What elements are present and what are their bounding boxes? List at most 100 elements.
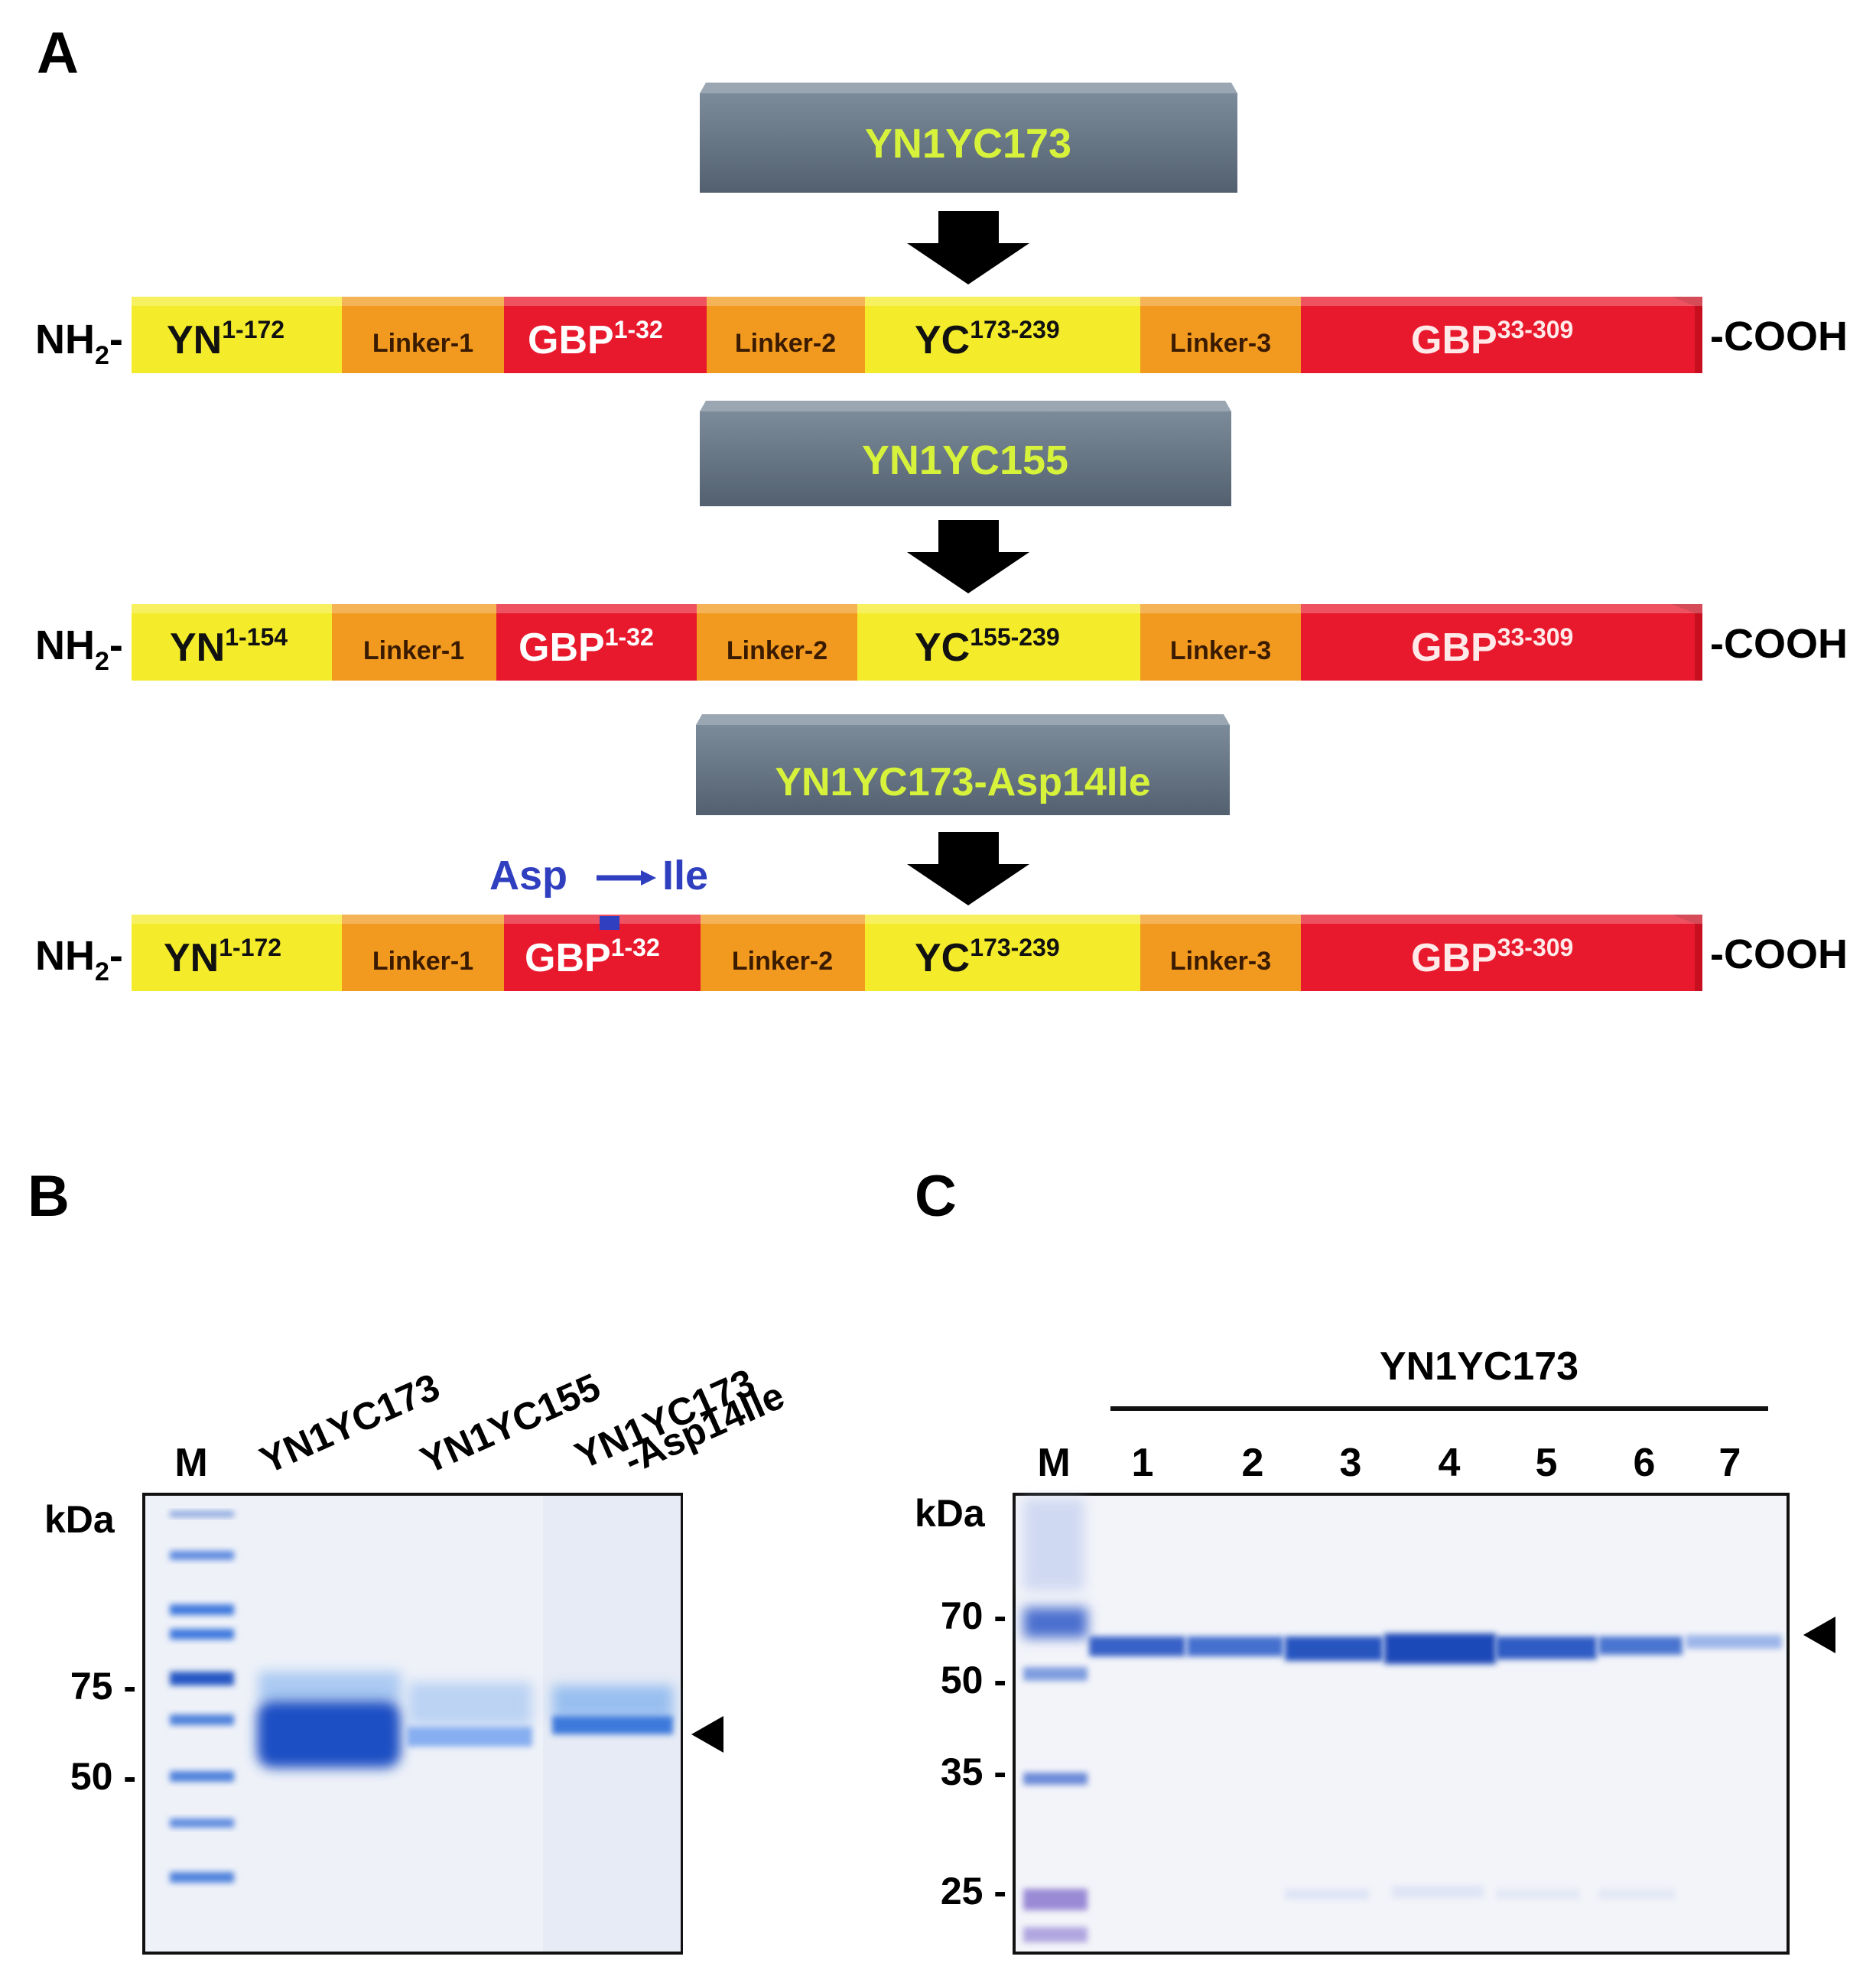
c-terminus: -COOH xyxy=(1710,621,1848,667)
domain-label-yc: YC155-239 xyxy=(915,623,1060,670)
ladder-band xyxy=(170,1771,234,1782)
domain-linker-2 xyxy=(701,915,865,991)
domain-yn xyxy=(132,915,342,991)
domain-linker-3 xyxy=(1140,297,1301,373)
gel-b: M YN1YC173 YN1YC155 YN1YC173 -Asp14Ile k… xyxy=(44,1360,791,1955)
domain-linker-1 xyxy=(332,604,496,681)
domain-gbp-c xyxy=(1301,297,1702,373)
bar-end-face xyxy=(1672,915,1702,991)
construct-bar-3: NH2- YN1-172 Linker-1 GBP1-32 Linker-2 Y… xyxy=(35,915,1848,991)
mutation-from: Asp xyxy=(489,853,567,899)
domain-label-yc: YC173-239 xyxy=(915,934,1060,980)
gel-c-tick-25: 25 - xyxy=(941,1870,1006,1913)
gel-b-arrowhead-icon xyxy=(691,1716,723,1753)
banner-box xyxy=(700,411,1231,506)
gel-c-lane-5: 5 xyxy=(1536,1441,1558,1485)
band-smear xyxy=(408,1682,532,1725)
bar-highlight xyxy=(132,915,1702,924)
n-terminus: NH2- xyxy=(35,622,123,676)
faint-band xyxy=(1285,1889,1369,1900)
construct-banner-yn1yc173-asp14ile: YN1YC173-Asp14Ile xyxy=(696,714,1230,815)
c-terminus: -COOH xyxy=(1710,931,1848,977)
ladder-band xyxy=(170,1604,234,1615)
gel-c-ladder xyxy=(1023,1499,1088,1942)
gel-b-lane-label-2: YN1YC155 xyxy=(415,1365,606,1482)
gel-c-arrowhead-icon xyxy=(1803,1617,1835,1653)
band-main xyxy=(552,1716,673,1734)
ladder-band xyxy=(170,1629,234,1640)
mutation-site-marker xyxy=(600,916,619,930)
n-terminus: NH2- xyxy=(35,317,123,370)
gel-c-lane-4: 4 xyxy=(1439,1441,1461,1485)
gel-b-marker-label: M xyxy=(174,1441,207,1485)
domain-label-linker-1: Linker-1 xyxy=(372,329,473,358)
gel-b-lane-label-1: YN1YC173 xyxy=(254,1365,446,1482)
ladder-band xyxy=(1023,1773,1088,1785)
arrow-down-icon xyxy=(907,832,1029,905)
domain-label-linker-3: Linker-3 xyxy=(1170,947,1271,976)
band-lane-7 xyxy=(1686,1635,1782,1649)
domain-yc xyxy=(865,297,1140,373)
ladder-band xyxy=(170,1872,234,1883)
domain-yc xyxy=(857,604,1140,681)
panel-label-a: A xyxy=(37,21,79,86)
ladder-band xyxy=(170,1714,234,1725)
gel-b-tick-50: 50 - xyxy=(70,1755,136,1798)
domain-gbp-c xyxy=(1301,604,1702,681)
domain-label-yn: YN1-172 xyxy=(164,934,281,980)
banner-box xyxy=(700,93,1237,193)
domain-linker-2 xyxy=(707,297,865,373)
domain-linker-1 xyxy=(342,297,504,373)
domain-label-linker-2: Linker-2 xyxy=(727,636,827,665)
gel-c-bands xyxy=(1089,1633,1782,1664)
band-lane-1 xyxy=(1089,1636,1185,1656)
n-terminus: NH2- xyxy=(35,933,123,986)
gel-c-lane-6: 6 xyxy=(1634,1441,1656,1485)
ladder-band xyxy=(170,1672,234,1685)
arrow-down-icon xyxy=(907,211,1029,284)
domain-label-linker-2: Linker-2 xyxy=(735,329,836,358)
faint-band xyxy=(1598,1889,1675,1900)
bar-highlight xyxy=(132,604,1702,613)
gel-c-marker-label: M xyxy=(1037,1441,1070,1485)
band-lane-6 xyxy=(1598,1636,1683,1655)
mutation-arrowhead-icon xyxy=(641,870,656,886)
domain-label-gbp-n: GBP1-32 xyxy=(519,623,654,670)
domain-label-gbp-c: GBP33-309 xyxy=(1411,623,1573,670)
construct-bar-2: NH2- YN1-154 Linker-1 GBP1-32 Linker-2 Y… xyxy=(35,604,1848,681)
domain-yn xyxy=(132,604,332,681)
domain-label-linker-3: Linker-3 xyxy=(1170,329,1271,358)
ladder-band xyxy=(170,1551,234,1560)
band-main xyxy=(257,1701,401,1768)
ladder-band xyxy=(1023,1667,1088,1681)
bar-end-face xyxy=(1672,604,1702,681)
banner-label: YN1YC173 xyxy=(865,121,1071,167)
gel-c-unit: kDa xyxy=(915,1492,986,1535)
domain-label-gbp-n: GBP1-32 xyxy=(525,934,660,980)
gel-b-ladder xyxy=(170,1511,234,1883)
construct-bar-1: NH2- YN1-172 Linker-1 GBP1-32 Linker-2 Y… xyxy=(35,297,1848,373)
gel-b-band-lane-3 xyxy=(552,1685,673,1734)
domain-linker-3 xyxy=(1140,604,1301,681)
banner-label: YN1YC155 xyxy=(862,437,1068,483)
arrow-down-icon xyxy=(907,520,1029,593)
band-lane-3 xyxy=(1285,1636,1383,1661)
gel-c: YN1YC173 M 1 2 3 4 5 6 7 kDa 70 - 50 - 3… xyxy=(915,1344,1835,1955)
gel-c-tick-70: 70 - xyxy=(941,1594,1006,1637)
domain-label-gbp-c: GBP33-309 xyxy=(1411,316,1573,362)
faint-band xyxy=(1392,1886,1484,1898)
gel-b-band-lane-1 xyxy=(257,1672,401,1768)
domain-label-linker-2: Linker-2 xyxy=(732,947,833,976)
bar-highlight xyxy=(132,297,1702,306)
gel-b-unit: kDa xyxy=(44,1498,115,1541)
gel-b-band-lane-2 xyxy=(407,1682,532,1747)
mutation-to: Ile xyxy=(662,853,708,899)
domain-linker-1 xyxy=(342,915,504,991)
gel-c-lane-1: 1 xyxy=(1132,1441,1154,1485)
banner-top-face xyxy=(700,401,1231,411)
band-lane-5 xyxy=(1496,1636,1597,1659)
banner-label: YN1YC173-Asp14Ile xyxy=(775,760,1150,804)
gel-c-lane-3: 3 xyxy=(1340,1441,1362,1485)
gel-c-tick-35: 35 - xyxy=(941,1750,1006,1793)
domain-gbp-n xyxy=(496,604,697,681)
